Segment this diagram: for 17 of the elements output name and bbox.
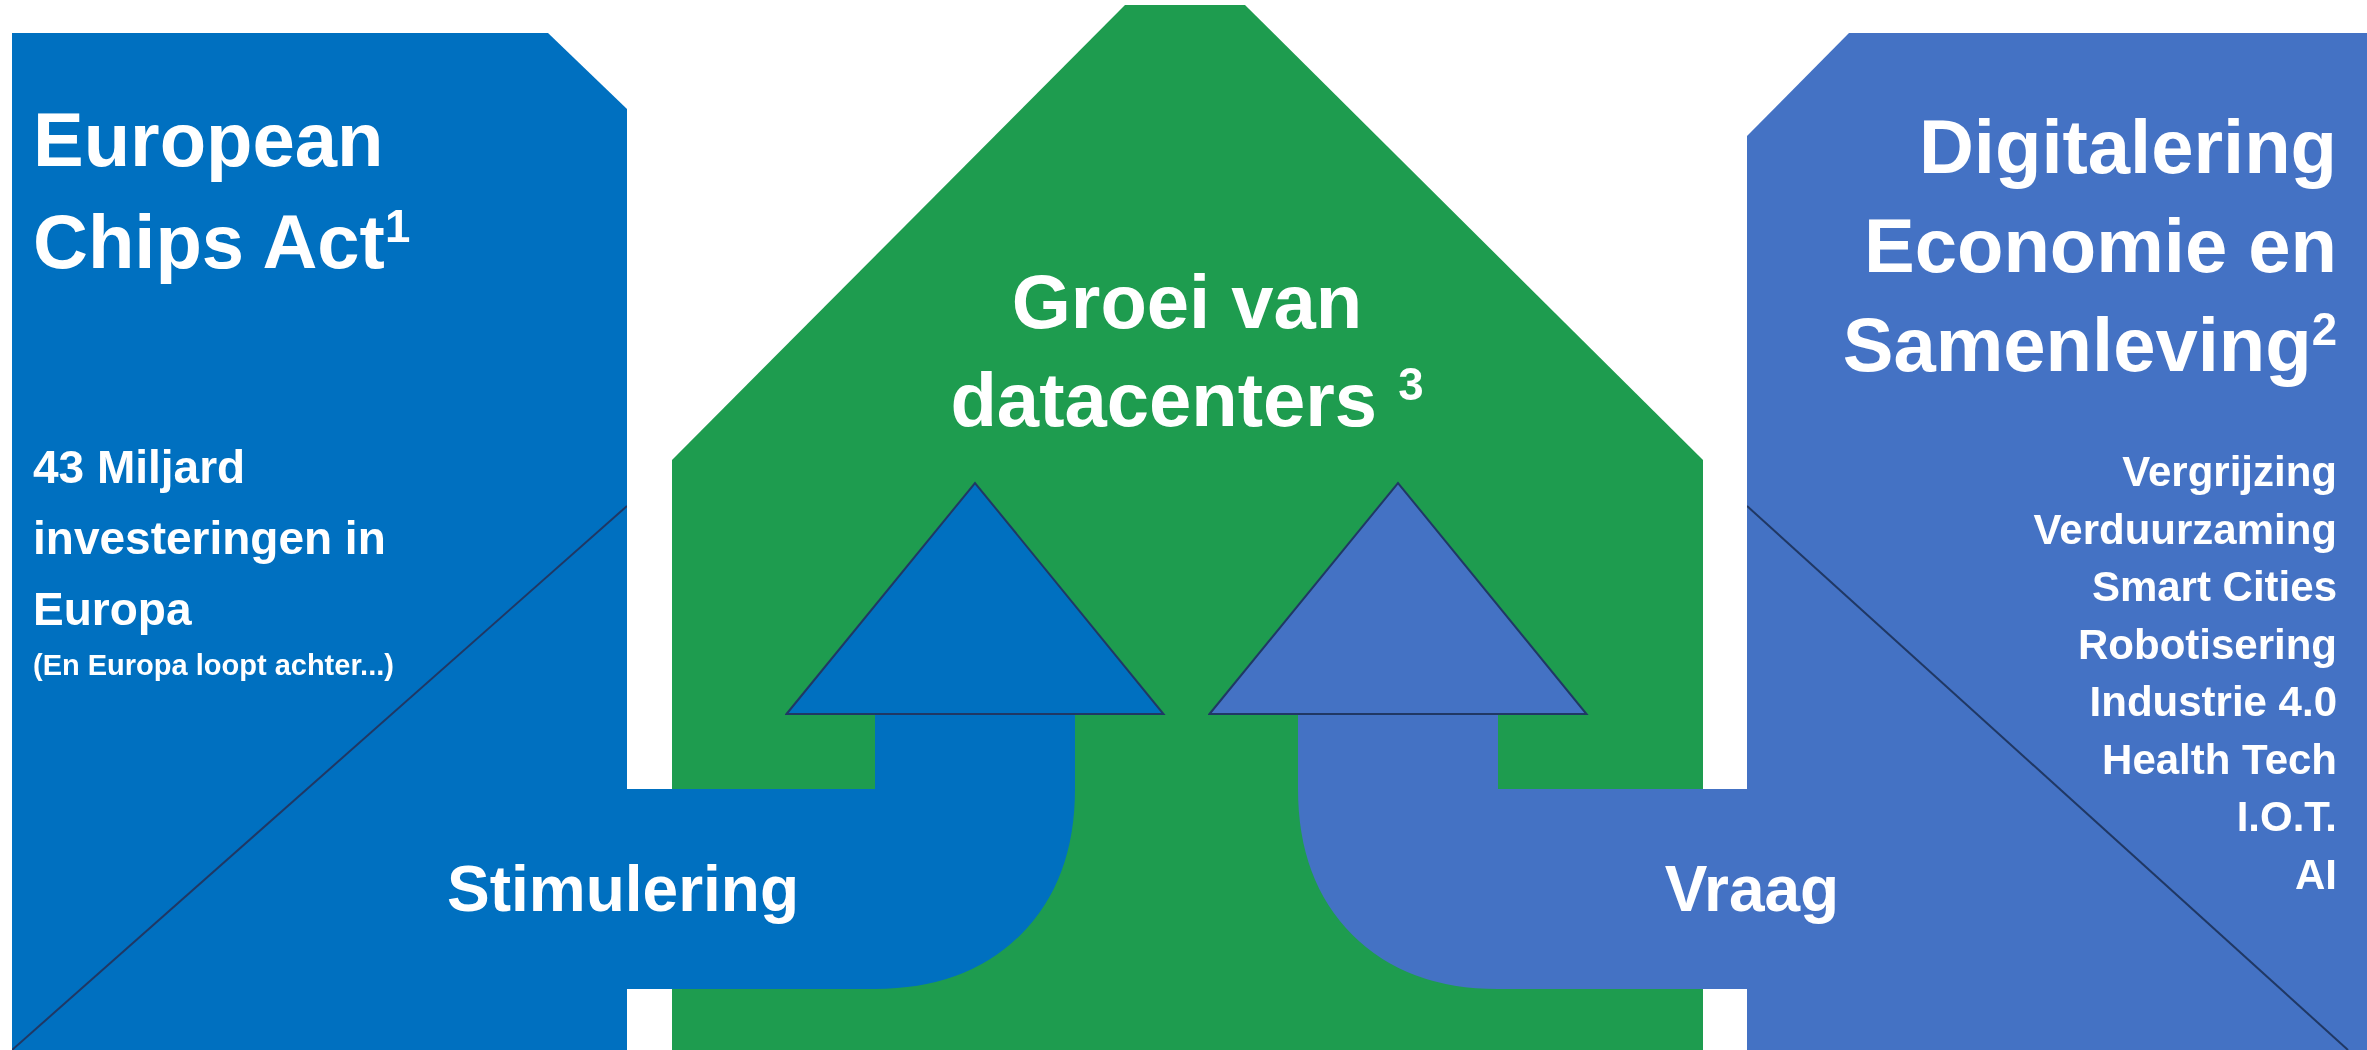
edge-label: Stimulering [447, 852, 799, 926]
panel-note: (En Europa loopt achter...) [33, 648, 395, 683]
panel-title: European Chips Act$^{1}$ [33, 96, 412, 286]
list-item: Health Tech [2102, 734, 2337, 785]
block-arrow [1208, 482, 1747, 989]
list-item: I.O.T. [2236, 792, 2337, 842]
panel-title: Digitalering Economie en Samenleving$^{2}$ [1841, 103, 2337, 389]
panel-subtitle: 43 Miljard investeringen in Europa [33, 440, 387, 637]
list-item: AI [2295, 849, 2337, 900]
list-item: Verduurzaming [2033, 504, 2337, 555]
list-item: Robotisering [2078, 619, 2337, 670]
list-item: Vergrijzing [2122, 447, 2337, 497]
block-arrow [627, 482, 1165, 989]
list-item: Smart Cities [2091, 562, 2337, 612]
panel-title: Groei van datacenters $^{3}$ [949, 258, 1425, 444]
edge-label: Vraag [1664, 852, 1840, 926]
list-item: Industrie 4.0 [2089, 677, 2337, 727]
